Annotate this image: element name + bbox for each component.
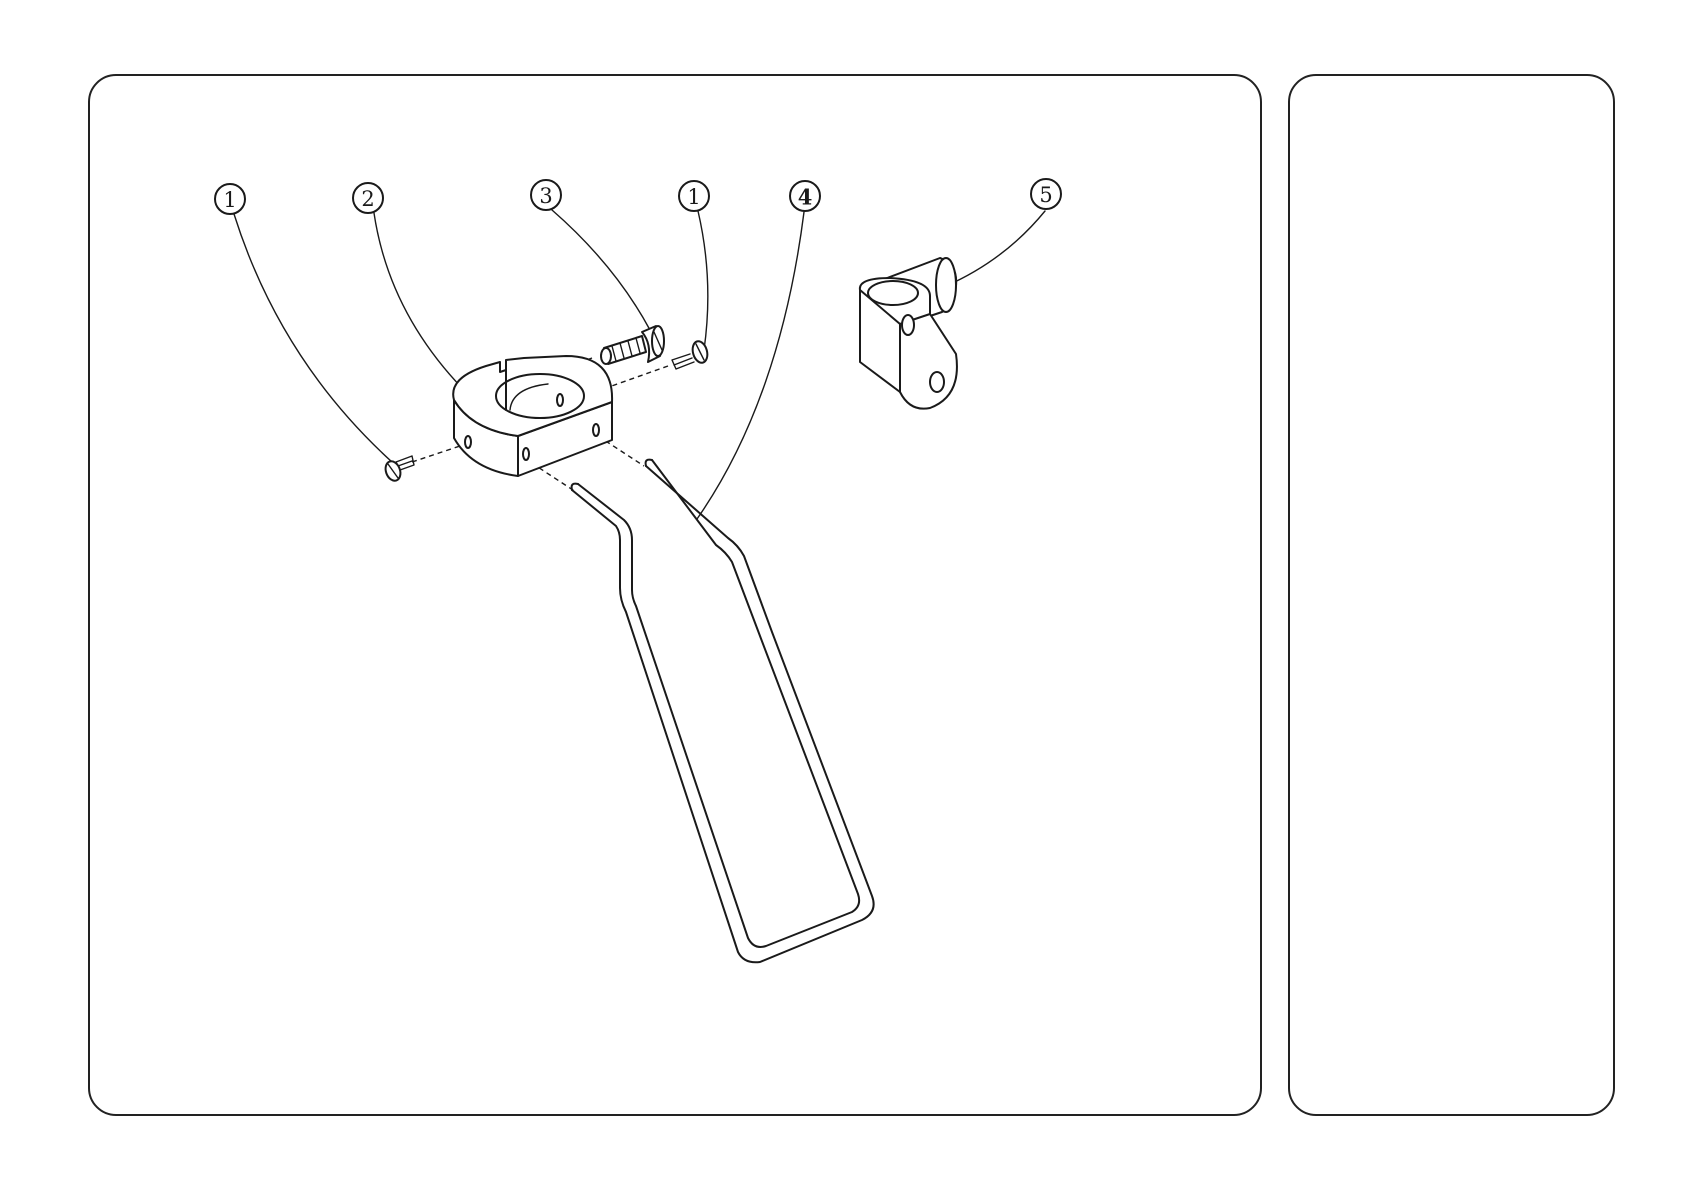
leader-2 bbox=[374, 213, 476, 402]
part-1-screw-left bbox=[383, 456, 414, 483]
callout-2: 2 bbox=[353, 183, 383, 213]
wire-end-right bbox=[646, 460, 652, 466]
part-2-collar bbox=[453, 356, 612, 476]
leader-1b bbox=[698, 211, 708, 350]
leader-5 bbox=[946, 211, 1045, 286]
callout-1b-label: 1 bbox=[687, 185, 700, 209]
collar-hole-top bbox=[557, 394, 563, 406]
callout-2-label: 2 bbox=[361, 187, 374, 211]
part-5-bracket bbox=[860, 258, 957, 409]
leader-3 bbox=[552, 210, 650, 330]
leader-4 bbox=[697, 212, 804, 519]
bracket-hole-upper bbox=[902, 315, 914, 335]
collar-hole-front-left bbox=[523, 448, 529, 460]
part-1-screw-right bbox=[672, 340, 710, 369]
callout-1b: 1 bbox=[679, 181, 709, 211]
callout-1a-label: 1 bbox=[223, 188, 236, 212]
leader-1a bbox=[234, 214, 392, 462]
collar-bore bbox=[496, 374, 584, 418]
callout-1a: 1 bbox=[215, 184, 245, 214]
bracket-bore bbox=[868, 281, 918, 305]
bracket-cylinder-end bbox=[936, 258, 956, 312]
collar-hole-side bbox=[465, 436, 471, 448]
callout-5: 5 bbox=[1031, 179, 1061, 209]
dash-screw1b-to-collar bbox=[606, 366, 668, 388]
callout-4-label: 4 bbox=[798, 185, 813, 210]
wire-end-left bbox=[572, 484, 578, 490]
collar-hole-front-right bbox=[593, 424, 599, 436]
part-3-bolt bbox=[601, 326, 664, 364]
bracket-hole-lower bbox=[930, 372, 944, 392]
callout-3-label: 3 bbox=[539, 184, 552, 208]
callout-3: 3 bbox=[531, 180, 561, 210]
screw1b-thread bbox=[672, 354, 694, 369]
part-4-wire-frame bbox=[572, 460, 874, 963]
dash-screw1-to-collar bbox=[412, 444, 466, 462]
wire-outer bbox=[572, 466, 874, 962]
callout-4: 4 bbox=[790, 181, 820, 211]
callout-5-label: 5 bbox=[1039, 183, 1052, 207]
bolt3-tip bbox=[601, 348, 611, 364]
